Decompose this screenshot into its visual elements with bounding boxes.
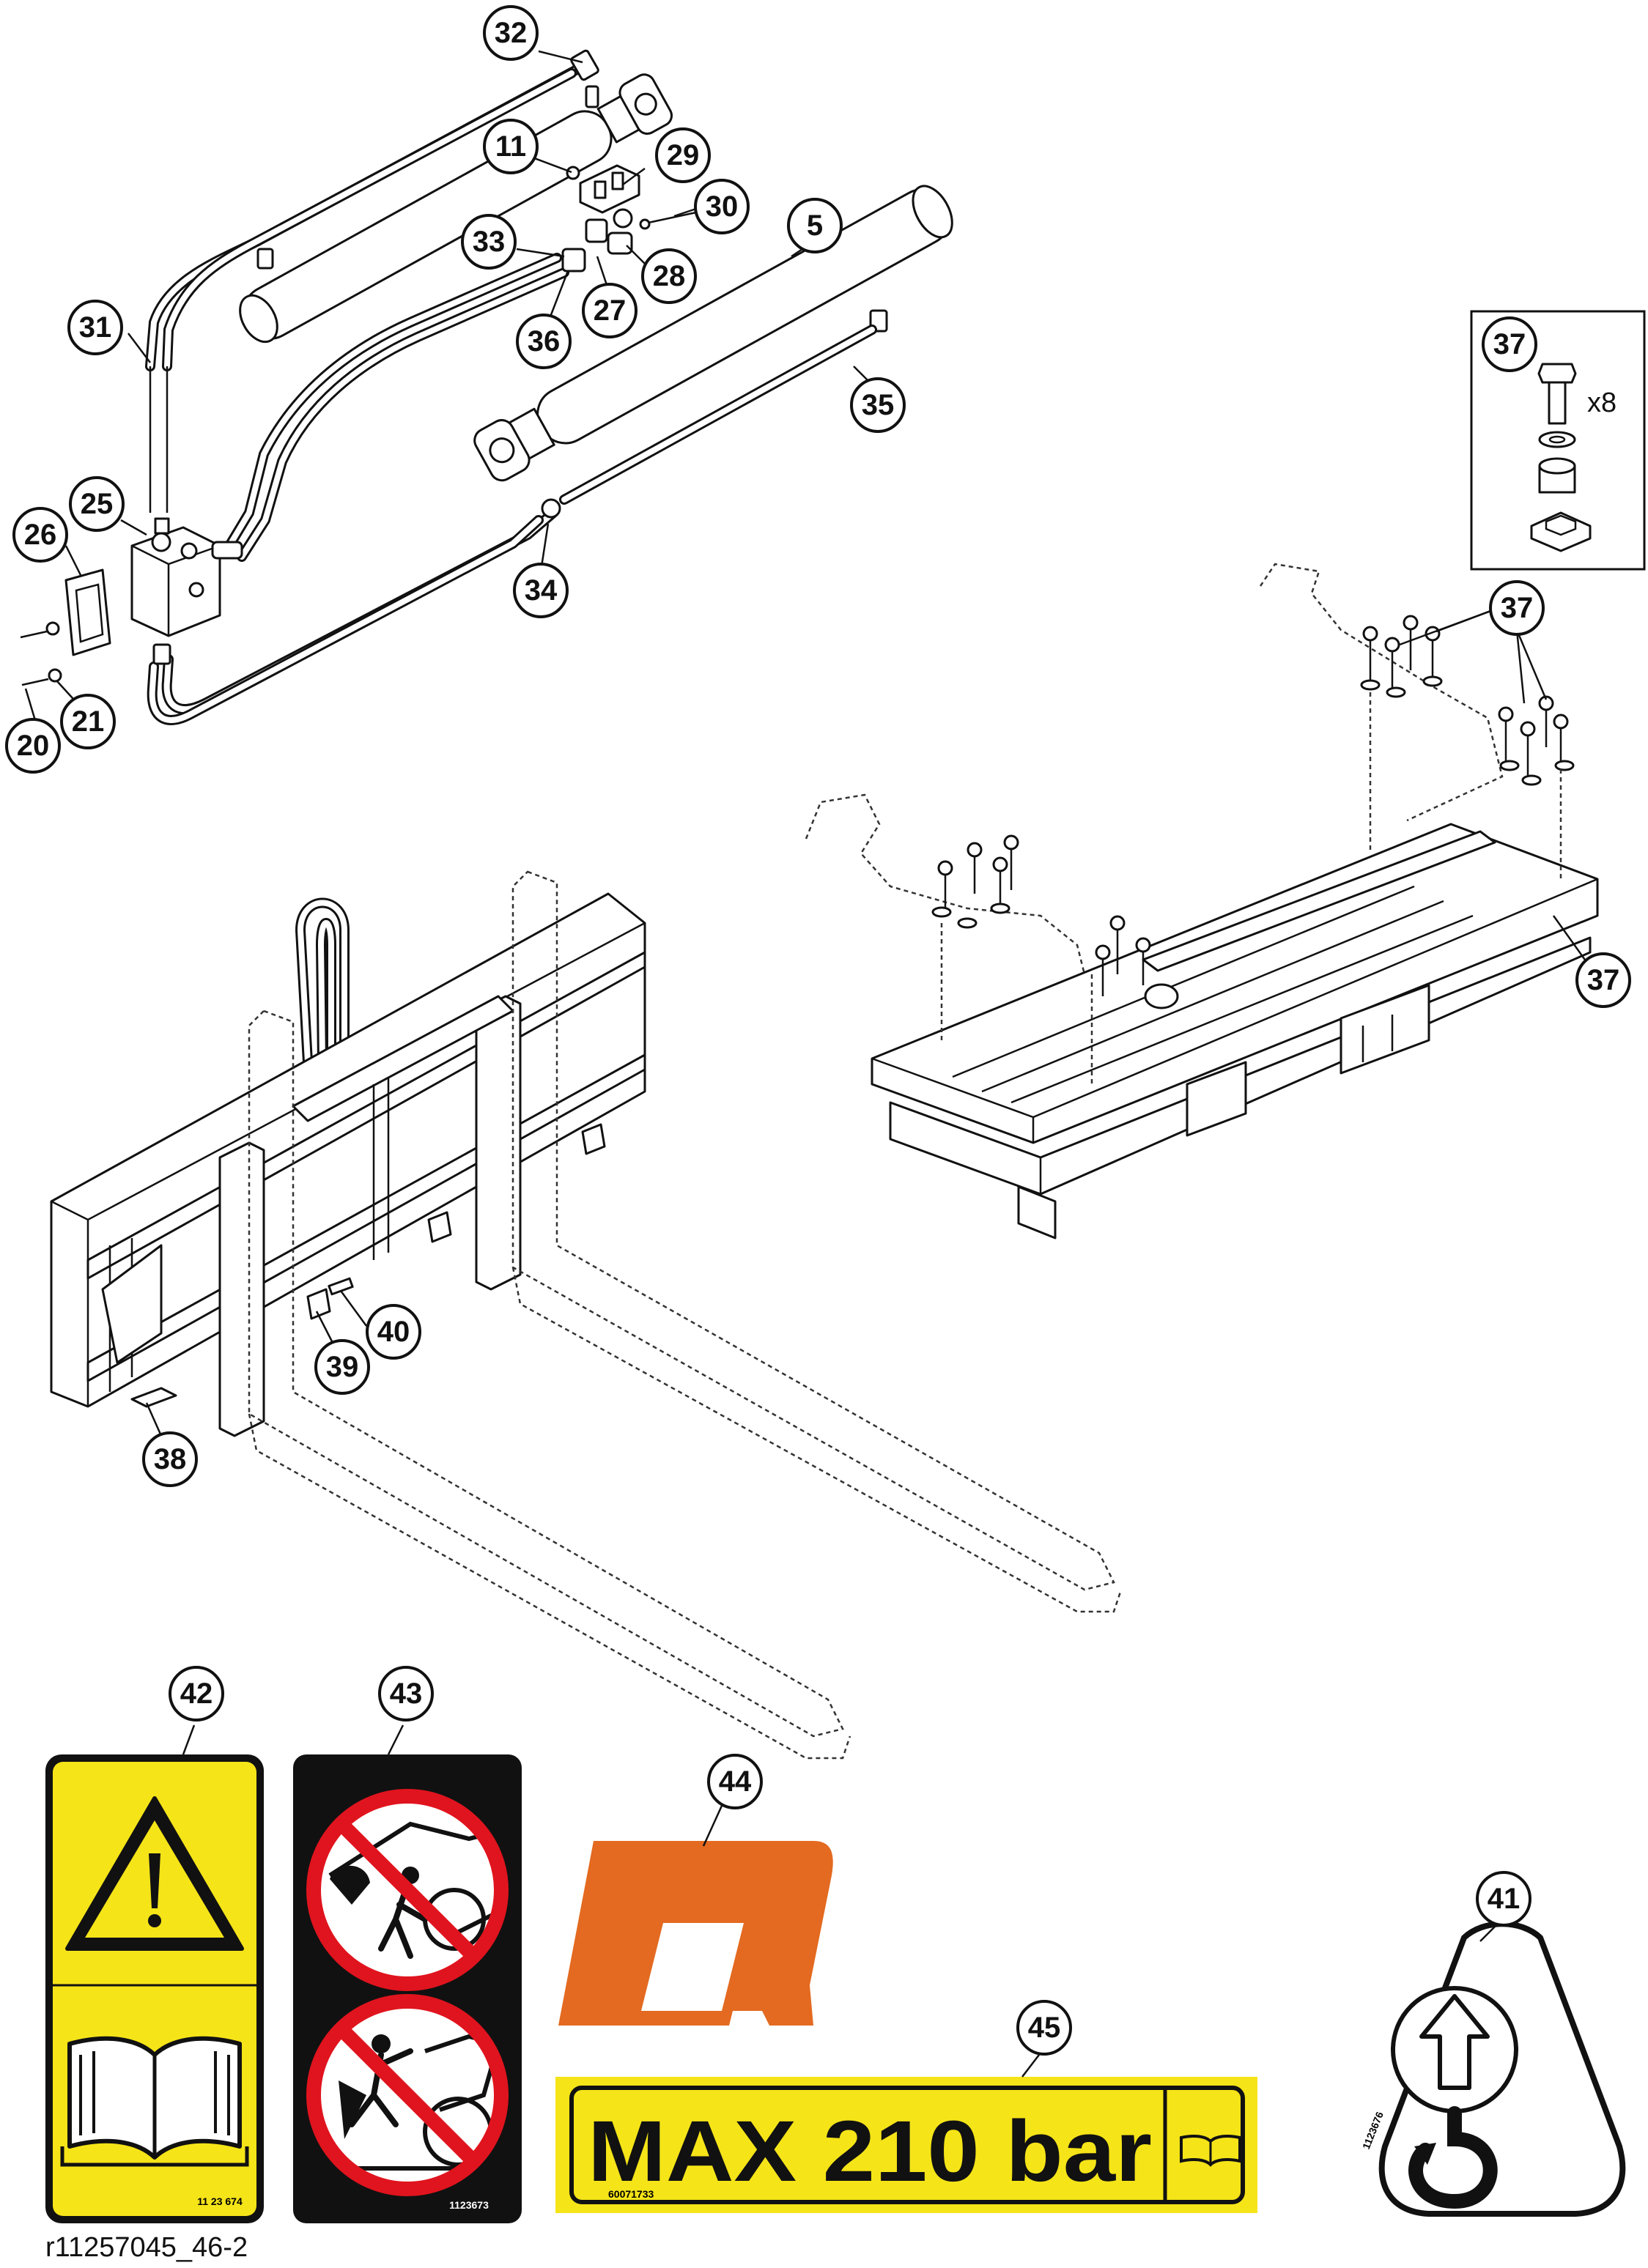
svg-text:29: 29 [667,139,700,171]
svg-text:43: 43 [390,1678,423,1710]
up-arrow-icon [1419,1994,1490,2090]
manual-book-small-icon [1180,2134,1241,2167]
callout-27: 27 [582,283,638,338]
svg-text:40: 40 [377,1316,410,1348]
kit-quantity: x8 [1587,388,1616,418]
prohibition-decal-code: 1123673 [449,2199,489,2211]
valve-block [130,517,243,665]
svg-text:21: 21 [72,705,105,738]
callout-37-bottom: 37 [1575,952,1631,1008]
decal-prohibition: 1123673 [293,1754,522,2223]
svg-text:28: 28 [653,260,686,292]
svg-text:44: 44 [719,1765,752,1798]
hose-32 [145,59,591,371]
callout-5: 5 [787,198,843,253]
svg-text:35: 35 [862,389,895,421]
callout-38: 38 [142,1431,198,1487]
fork-carriage [50,870,1123,1760]
callout-35: 35 [850,377,906,433]
svg-text:38: 38 [154,1443,187,1475]
svg-text:27: 27 [594,294,627,327]
svg-text:25: 25 [81,488,114,520]
svg-text:37: 37 [1501,592,1534,624]
callout-34: 34 [513,563,569,618]
drawing-reference: r11257045_46-2 [45,2232,248,2263]
callout-36: 36 [516,314,572,369]
svg-text:32: 32 [495,17,528,49]
callout-44: 44 [707,1754,763,1809]
lift-decal-code: 1123676 [1360,2110,1386,2151]
svg-text:26: 26 [24,519,57,551]
callout-45: 45 [1016,2000,1072,2056]
brand-logo-decal [558,1841,833,2026]
hydraulic-assembly [20,49,953,725]
callout-28: 28 [641,248,697,304]
lifting-hook-icon [1408,2106,1498,2209]
pressure-label: MAX 210 bar [588,2103,1152,2200]
callout-39: 39 [314,1339,370,1395]
callout-29: 29 [655,127,711,183]
decal-lift-point: 1123676 [1360,1921,1626,2217]
callout-40: 40 [366,1304,421,1360]
svg-text:33: 33 [473,226,506,258]
svg-text:5: 5 [807,210,823,242]
gasket-plate [64,568,111,656]
callout-37-kit: 37 [1482,316,1537,372]
svg-text:37: 37 [1587,964,1620,996]
svg-text:45: 45 [1028,2012,1061,2044]
manual-book-icon [60,2036,249,2167]
callout-31: 31 [67,300,123,355]
svg-text:11: 11 [495,130,526,163]
callout-11: 11 [483,119,539,174]
callout-30: 30 [694,179,750,234]
callout-41: 41 [1476,1871,1531,1927]
leader-lines [24,50,1592,2078]
callout-37-top: 37 [1489,580,1545,636]
callout-32: 32 [483,5,539,61]
callout-26: 26 [12,507,68,563]
callout-42: 42 [169,1666,224,1722]
cylinder-lower [473,185,953,482]
svg-text:31: 31 [79,311,112,344]
pressure-decal-code: 60071733 [608,2188,654,2200]
svg-text:30: 30 [706,190,739,223]
svg-text:37: 37 [1493,328,1526,360]
mounting-frame [805,563,1599,1239]
svg-text:34: 34 [525,574,558,607]
svg-text:20: 20 [17,730,50,762]
callout-21: 21 [60,694,116,749]
svg-text:42: 42 [180,1678,213,1710]
decal-max-pressure: MAX 210 bar 60071733 [555,2077,1257,2213]
decal-warning-manual: 11 23 674 [45,1754,264,2223]
warning-decal-code: 11 23 674 [197,2195,243,2207]
frame-bolts [931,615,1575,1084]
svg-text:36: 36 [528,325,561,357]
callout-25: 25 [69,476,125,532]
callout-43: 43 [378,1666,434,1722]
svg-text:39: 39 [326,1351,359,1383]
callout-20: 20 [5,718,61,774]
svg-text:41: 41 [1488,1883,1520,1915]
callout-33: 33 [461,214,517,270]
